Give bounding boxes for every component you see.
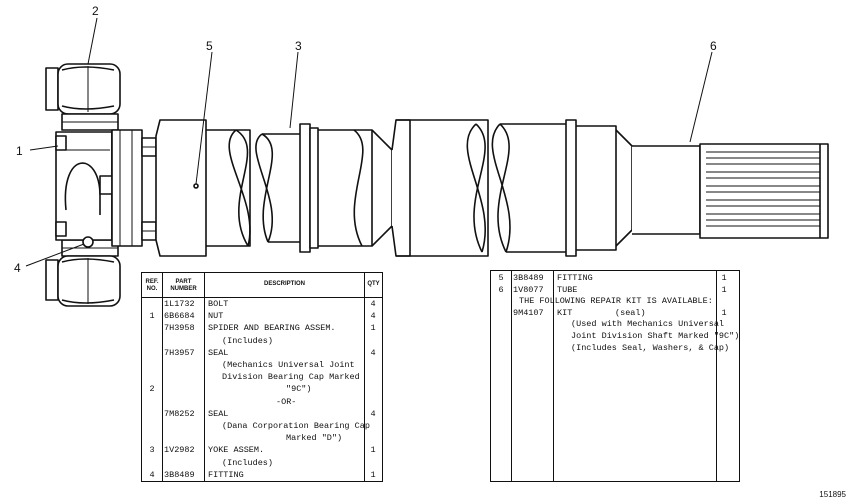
row-description: (Includes)	[222, 335, 274, 346]
row-description: (Includes Seal, Washers, & Cap)	[571, 342, 730, 353]
row-part-number: 1L1732	[164, 299, 195, 309]
row-description: FITTING	[208, 469, 244, 480]
leader-lines	[25, 17, 713, 267]
callout-5: 5	[206, 39, 213, 53]
row-ref-no: 2	[149, 384, 155, 395]
row-description: SPIDER AND BEARING ASSEM.	[208, 323, 336, 334]
row-ref-no: 5	[498, 273, 504, 283]
row-description: YOKE ASSEM.	[208, 445, 265, 456]
row-description: NUT	[208, 311, 224, 322]
row-part-number: 1V8077	[513, 284, 544, 295]
row-description: "9C")	[286, 384, 312, 395]
row-description: (Used with Mechanics Universal	[571, 319, 725, 330]
row-part-number: 7M8252	[164, 408, 195, 419]
header-ref-no: REF. NO.	[145, 279, 159, 292]
middle-tube	[391, 119, 489, 257]
header-part-number: PART NUMBER	[170, 279, 197, 292]
row-ref-no: 1	[149, 311, 155, 322]
spider-yoke	[55, 129, 157, 248]
row-ref-no: 3	[149, 445, 155, 456]
row-qty: 4	[370, 347, 376, 358]
row-part-number: 6B6684	[164, 311, 195, 322]
row-part-number: 7H3957	[164, 347, 195, 358]
row-qty: 4	[370, 408, 376, 419]
row-ref-no: 6	[498, 284, 504, 295]
row-description: -OR-	[276, 396, 297, 407]
splined-shaft	[632, 143, 829, 239]
row-qty: 4	[370, 299, 376, 309]
callout-3: 3	[295, 39, 302, 53]
row-part-number: 7H3958	[164, 323, 195, 334]
row-ref-no: 4	[149, 469, 155, 480]
header-qty: QTY	[367, 281, 380, 287]
header-description: DESCRIPTION	[263, 281, 305, 287]
row-qty: 1	[721, 307, 727, 318]
row-part-number: 1V2982	[164, 445, 195, 456]
row-description: Marked "D")	[286, 433, 343, 444]
tube-section	[255, 123, 393, 253]
row-qty: 1	[370, 323, 376, 334]
row-qty: 1	[370, 445, 376, 456]
row-description: Joint Division Shaft Marked "9C")	[571, 331, 740, 341]
row-description-note: (seal)	[615, 307, 646, 318]
row-qty: 4	[370, 311, 376, 322]
row-description: Division Bearing Cap Marked	[222, 372, 360, 383]
row-description: (Includes)	[222, 457, 274, 468]
row-description: BOLT	[208, 299, 229, 309]
callout-4: 4	[14, 261, 21, 275]
row-description: SEAL	[208, 347, 229, 358]
callout-2: 2	[92, 4, 99, 18]
lower-bearing-cap	[45, 239, 121, 307]
upper-bearing-cap	[45, 63, 121, 131]
row-qty: 1	[721, 273, 727, 283]
row-part-number: 3B8489	[164, 469, 195, 480]
row-description: TUBE	[557, 284, 578, 295]
yoke-collar	[155, 119, 251, 257]
row-description: KIT	[557, 307, 573, 318]
row-qty: 1	[370, 469, 376, 480]
row-part-number: 9M4107	[513, 307, 544, 318]
parts-table-left: REF. NO. PART NUMBER DESCRIPTION QTY 1L1…	[141, 272, 383, 482]
figure-number: 151895	[819, 490, 846, 499]
row-description: SEAL	[208, 408, 229, 419]
row-description: (Mechanics Universal Joint	[222, 360, 355, 370]
row-part-number: 3B8489	[513, 273, 544, 283]
row-description: THE FOLLOWING REPAIR KIT IS AVAILABLE:	[519, 296, 713, 307]
row-description: (Dana Corporation Bearing Cap	[222, 421, 370, 431]
row-description: FITTING	[557, 273, 593, 283]
callout-1: 1	[16, 144, 23, 158]
callout-6: 6	[710, 39, 717, 53]
row-qty: 1	[721, 284, 727, 295]
right-tube	[491, 119, 633, 257]
